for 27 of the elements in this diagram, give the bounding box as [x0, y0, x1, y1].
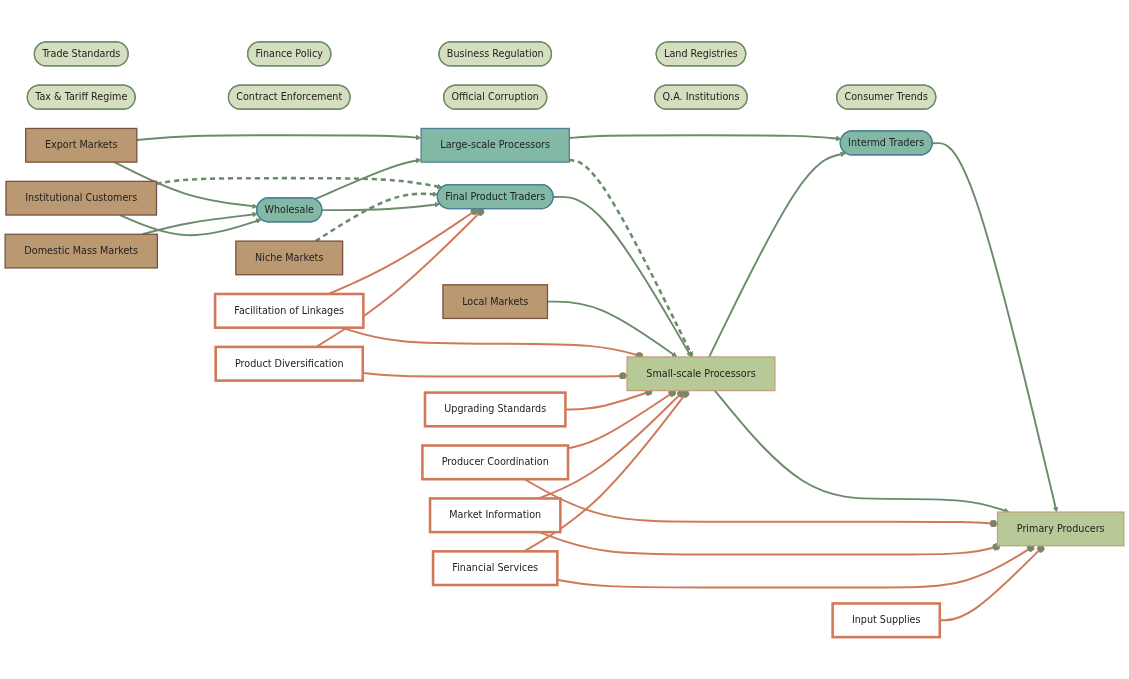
arrow [569, 158, 693, 358]
arrow [708, 151, 847, 358]
node-box: Primary Producers [996, 511, 1125, 547]
node-box: Export Markets [25, 127, 138, 163]
node-box: Domestic Mass Markets [4, 233, 158, 269]
node-box: Local Markets [442, 284, 549, 320]
node-box: Niche Markets [235, 240, 344, 276]
connector [567, 389, 677, 450]
node-box: Input Supplies [831, 602, 942, 639]
arrow [713, 389, 1010, 514]
node-box: Product Diversification [214, 345, 365, 382]
arrow [141, 211, 258, 236]
node-box: Facilitation of Linkages [213, 292, 365, 329]
node-box: Large-scale Processors [420, 127, 570, 163]
node-box: Upgrading Standards [423, 391, 567, 428]
node-box: Market Information [428, 497, 562, 534]
node-box: Financial Services [431, 550, 559, 587]
arrow [931, 142, 1059, 513]
arrow [321, 201, 441, 212]
node-box: Small-scale Processors [626, 356, 776, 392]
arrow [113, 161, 258, 209]
node-box: Institutional Customers [5, 180, 158, 216]
arrow [314, 157, 422, 201]
node-box: Producer Coordination [421, 444, 570, 481]
connector [327, 207, 479, 295]
arrow [156, 176, 443, 190]
arrow [314, 191, 439, 243]
